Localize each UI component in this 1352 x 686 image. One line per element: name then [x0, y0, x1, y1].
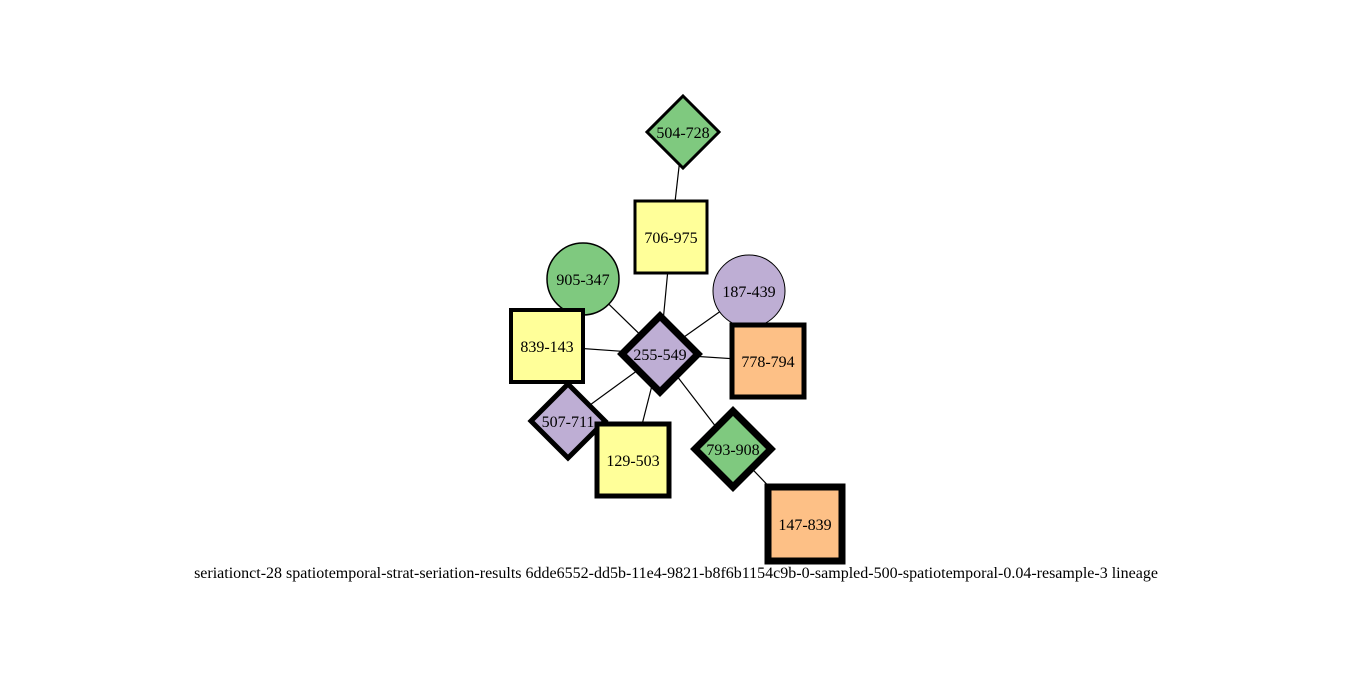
node-shape-diamond: [617, 311, 703, 397]
node-label: 706-975: [644, 230, 697, 247]
node-shape-square: [729, 322, 807, 400]
node-905-347: 905-347: [546, 242, 620, 316]
node-shape-square: [764, 483, 846, 565]
node-label: 187-439: [722, 284, 775, 301]
node-label: 839-143: [520, 339, 573, 356]
node-839-143: 839-143: [509, 308, 585, 384]
node-147-839: 147-839: [764, 483, 846, 565]
node-shape-square: [594, 421, 672, 499]
node-label: 129-503: [606, 453, 659, 470]
node-label: 255-549: [633, 347, 686, 364]
node-129-503: 129-503: [594, 421, 672, 499]
node-label: 905-347: [556, 272, 609, 289]
node-label: 504-728: [656, 125, 709, 142]
node-793-908: 793-908: [690, 406, 776, 492]
graph-caption: seriationct-28 spatiotemporal-strat-seri…: [194, 565, 1158, 582]
node-shape-diamond: [527, 380, 609, 462]
node-706-975: 706-975: [633, 199, 709, 275]
node-778-794: 778-794: [729, 322, 807, 400]
node-187-439: 187-439: [712, 254, 786, 328]
node-507-711: 507-711: [527, 380, 609, 462]
node-shape-square: [633, 199, 709, 275]
node-shape-diamond: [690, 406, 776, 492]
node-label: 507-711: [542, 414, 595, 431]
node-shape-diamond: [644, 93, 722, 171]
node-504-728: 504-728: [644, 93, 722, 171]
node-label: 793-908: [706, 442, 759, 459]
node-255-549: 255-549: [617, 311, 703, 397]
node-label: 147-839: [778, 517, 831, 534]
node-label: 778-794: [741, 354, 794, 371]
node-shape-square: [509, 308, 585, 384]
nodes-layer: 504-728 706-975 905-347 187-439 839-143 255-5…: [509, 93, 846, 565]
